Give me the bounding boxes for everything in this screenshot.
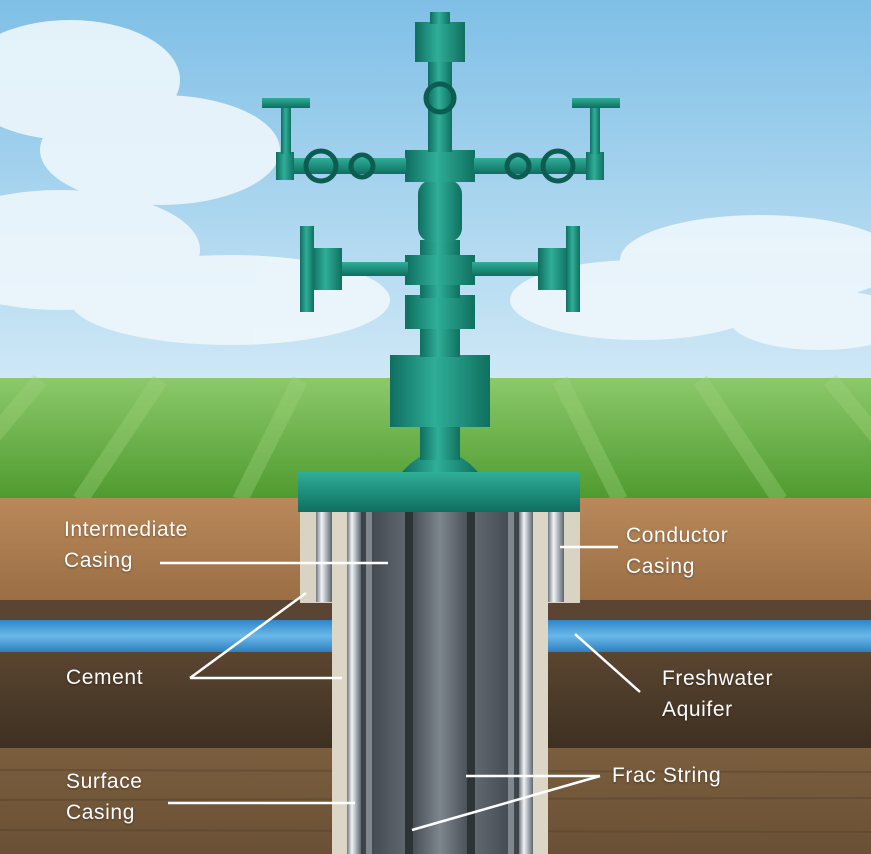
leader-lines [160,545,641,832]
leader-cement-upper [189,591,307,680]
label-conductor-casing: Conductor Casing [626,524,729,578]
label-cement: Cement [66,666,144,689]
wellhead-base-plate [298,472,580,512]
label-freshwater-aquifer: Freshwater Aquifer [662,667,774,721]
grass-stripes [0,374,871,505]
wellhead-valve-icon [262,12,620,460]
label-frac-string: Frac String [612,764,722,787]
label-surface-casing: Surface Casing [66,770,143,824]
surface-casing [347,510,361,854]
label-intermediate-casing: Intermediate Casing [64,518,188,572]
leader-frac-string-lower [411,774,601,832]
clouds [0,20,871,350]
leader-freshwater-aquifer [574,633,641,693]
frac-string [405,510,475,854]
